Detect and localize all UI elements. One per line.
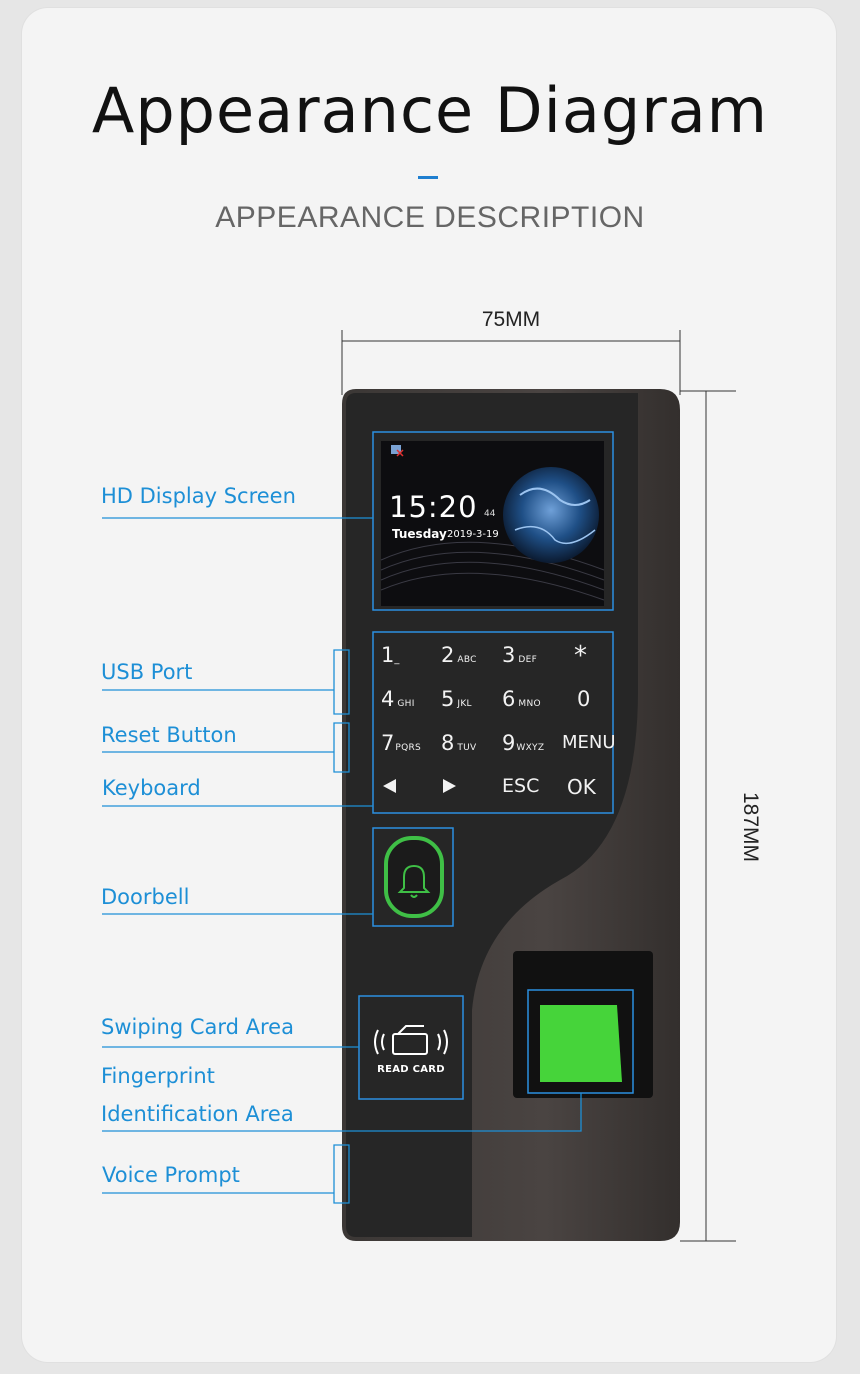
doorbell-highlight-box xyxy=(372,827,454,927)
label-keyboard: Keyboard xyxy=(102,776,201,800)
doorbell-button xyxy=(384,836,444,918)
height-dimension xyxy=(680,390,736,1242)
page-title: Appearance Diagram xyxy=(91,74,769,147)
key-7[interactable]: 7PQRS xyxy=(381,731,422,755)
read-card-label: READ CARD xyxy=(377,1064,445,1075)
right-arrow-key xyxy=(443,779,456,793)
key-esc[interactable]: ESC xyxy=(502,775,540,797)
title-accent-dash xyxy=(418,176,438,179)
page-subtitle: APPEARANCE DESCRIPTION xyxy=(215,201,645,234)
screen-network-icon xyxy=(391,445,401,454)
label-voice-prompt: Voice Prompt xyxy=(102,1163,240,1187)
label-doorbell: Doorbell xyxy=(101,885,190,909)
label-fingerprint-line2: Identification Area xyxy=(101,1102,294,1126)
key-menu[interactable]: MENU xyxy=(562,732,616,753)
screen-date: 2019-3-19 xyxy=(447,529,499,540)
height-dimension-label: 187MM xyxy=(739,791,762,863)
label-usb-port: USB Port xyxy=(101,660,193,684)
label-reset-button: Reset Button xyxy=(101,723,237,747)
display-highlight-box xyxy=(372,431,614,611)
left-arrow-key xyxy=(383,779,396,793)
screen-globe xyxy=(503,467,599,563)
screen-weekday: Tuesday xyxy=(392,527,447,541)
screen-seconds: 44 xyxy=(484,509,496,519)
bell-icon xyxy=(397,864,431,898)
fingerprint-sensor xyxy=(540,1005,622,1082)
label-swiping-card: Swiping Card Area xyxy=(101,1015,294,1039)
usb-port-bracket xyxy=(333,649,350,715)
width-dimension xyxy=(341,330,681,395)
keypad-highlight-box xyxy=(372,631,614,814)
key-9[interactable]: 9WXYZ xyxy=(502,731,545,755)
key-0[interactable]: 0 xyxy=(577,687,591,711)
key-ok[interactable]: OK xyxy=(567,775,596,799)
key-1[interactable]: 1_ xyxy=(381,643,400,667)
key-star[interactable]: * xyxy=(574,641,587,671)
voice-prompt-bracket xyxy=(333,1144,350,1204)
screen-wave-lines xyxy=(380,541,605,601)
reset-button-bracket xyxy=(333,722,350,773)
callout-lines xyxy=(102,517,582,1204)
callout-fingerprint xyxy=(102,1093,582,1132)
label-fingerprint-line1: Fingerprint xyxy=(101,1064,215,1088)
nfc-card-icon xyxy=(374,1025,448,1055)
label-hd-display: HD Display Screen xyxy=(101,484,296,508)
width-dimension-label: 75MM xyxy=(481,308,541,331)
screen-time: 15:20 xyxy=(389,490,478,524)
